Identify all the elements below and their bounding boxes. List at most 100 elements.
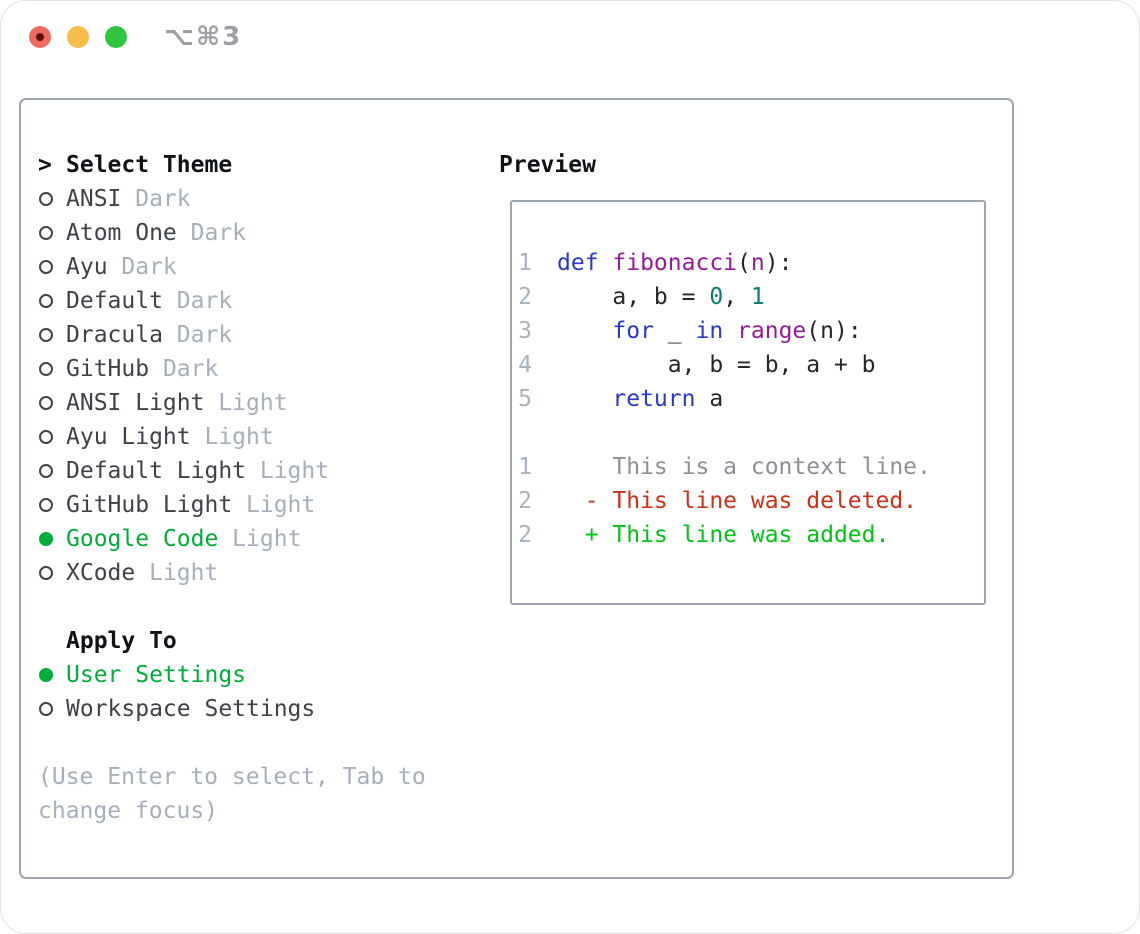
theme-option[interactable]: XCode Light <box>38 556 426 590</box>
window-title: ⌥⌘3 <box>164 22 243 52</box>
code-line: 4 a, b = b, a + b <box>518 348 984 382</box>
option-variant: Light <box>204 390 288 416</box>
theme-option[interactable]: Dracula Dark <box>38 318 426 352</box>
apply-to-label: Apply To <box>66 628 177 654</box>
code-text: for _ in range(n): <box>557 314 861 348</box>
minimize-button[interactable] <box>67 26 89 48</box>
theme-option[interactable]: ANSI Light Light <box>38 386 426 420</box>
radio-icon <box>38 260 66 274</box>
option-name: Default <box>66 288 163 314</box>
hint-text-line1: (Use Enter to select, Tab to <box>38 764 426 790</box>
option-variant: Light <box>135 560 219 586</box>
option-name: User Settings <box>66 662 247 688</box>
line-number: 1 <box>518 454 532 480</box>
radio-circle <box>39 532 53 546</box>
theme-option[interactable]: GitHub Dark <box>38 352 426 386</box>
theme-option[interactable]: Google Code Light <box>38 522 426 556</box>
line-number: 1 <box>518 250 532 276</box>
radio-icon <box>38 294 66 308</box>
apply-to-option[interactable]: Workspace Settings <box>38 692 426 726</box>
radio-circle <box>39 294 53 308</box>
code-token <box>557 318 612 344</box>
theme-option[interactable]: Atom One Dark <box>38 216 426 250</box>
option-variant: Light <box>246 458 330 484</box>
radio-icon <box>38 498 66 512</box>
radio-icon <box>38 226 66 240</box>
option-variant: Light <box>218 526 302 552</box>
line-number: 2 <box>518 488 532 514</box>
zoom-button[interactable] <box>105 26 127 48</box>
theme-option[interactable]: Default Light Light <box>38 454 426 488</box>
code-token: range <box>737 318 807 344</box>
code-line: 2 a, b = 0, 1 <box>518 280 984 314</box>
code-token: _ <box>653 318 696 344</box>
code-line: 3 for _ in range(n): <box>518 314 984 348</box>
option-name: Atom One <box>66 220 177 246</box>
diff-line-deleted: 2 - This line was deleted. <box>518 484 984 518</box>
select-theme-header: > Select Theme <box>38 148 426 182</box>
radio-circle <box>39 464 53 478</box>
select-theme-label: Select Theme <box>66 152 233 178</box>
code-text: def fibonacci(n): <box>557 246 792 280</box>
radio-icon <box>38 464 66 478</box>
radio-icon <box>38 702 66 716</box>
option-variant: Dark <box>107 254 177 280</box>
diff-text: - This line was deleted. <box>557 488 918 514</box>
option-variant: Light <box>190 424 274 450</box>
theme-option[interactable]: Ayu Dark <box>38 250 426 284</box>
option-variant: Dark <box>121 186 191 212</box>
theme-option[interactable]: ANSI Dark <box>38 182 426 216</box>
radio-circle <box>39 226 53 240</box>
radio-circle <box>39 192 53 206</box>
code-line: 1 def fibonacci(n): <box>518 246 984 280</box>
radio-selected-icon <box>38 532 66 546</box>
option-name: ANSI <box>66 186 122 212</box>
theme-option[interactable]: Ayu Light Light <box>38 420 426 454</box>
radio-circle <box>39 702 53 716</box>
option-variant: Dark <box>149 356 219 382</box>
theme-option[interactable]: Default Dark <box>38 284 426 318</box>
line-number: 2 <box>518 522 532 548</box>
cursor-icon: > <box>38 152 52 178</box>
option-variant: Dark <box>176 220 247 246</box>
option-name: Workspace Settings <box>66 696 316 722</box>
diff-lines: 1 This is a context line.2 - This line w… <box>518 450 984 552</box>
option-name: GitHub Light <box>66 492 233 518</box>
radio-circle <box>39 396 53 410</box>
code-token: fibonacci <box>612 250 738 276</box>
option-name: XCode <box>66 560 136 586</box>
close-button[interactable] <box>29 26 51 48</box>
line-number: 5 <box>518 386 532 412</box>
line-number: 3 <box>518 318 532 344</box>
radio-icon <box>38 566 66 580</box>
diff-text: + This line was added. <box>557 522 890 548</box>
code-token <box>557 386 612 412</box>
code-token: in <box>695 318 724 344</box>
radio-selected-icon <box>38 668 66 682</box>
line-number: 2 <box>518 284 532 310</box>
apply-to-header: Apply To <box>38 624 426 658</box>
radio-circle <box>39 498 53 512</box>
code-line: 5 return a <box>518 382 984 416</box>
code-token: n <box>750 250 765 276</box>
option-name: Ayu Light <box>66 424 191 450</box>
code-token: def <box>557 250 613 276</box>
diff-line-context: 1 This is a context line. <box>518 450 984 484</box>
preview-label: Preview <box>499 152 596 178</box>
code-text: return a <box>557 382 723 416</box>
code-token <box>723 318 737 344</box>
option-name: Google Code <box>66 526 219 552</box>
apply-to-option[interactable]: User Settings <box>38 658 426 692</box>
theme-option[interactable]: GitHub Light Light <box>38 488 426 522</box>
code-token: a <box>695 386 724 412</box>
radio-circle <box>39 362 53 376</box>
code-text: a, b = b, a + b <box>557 348 876 382</box>
radio-icon <box>38 396 66 410</box>
option-name: Default Light <box>66 458 247 484</box>
option-name: Dracula <box>66 322 163 348</box>
